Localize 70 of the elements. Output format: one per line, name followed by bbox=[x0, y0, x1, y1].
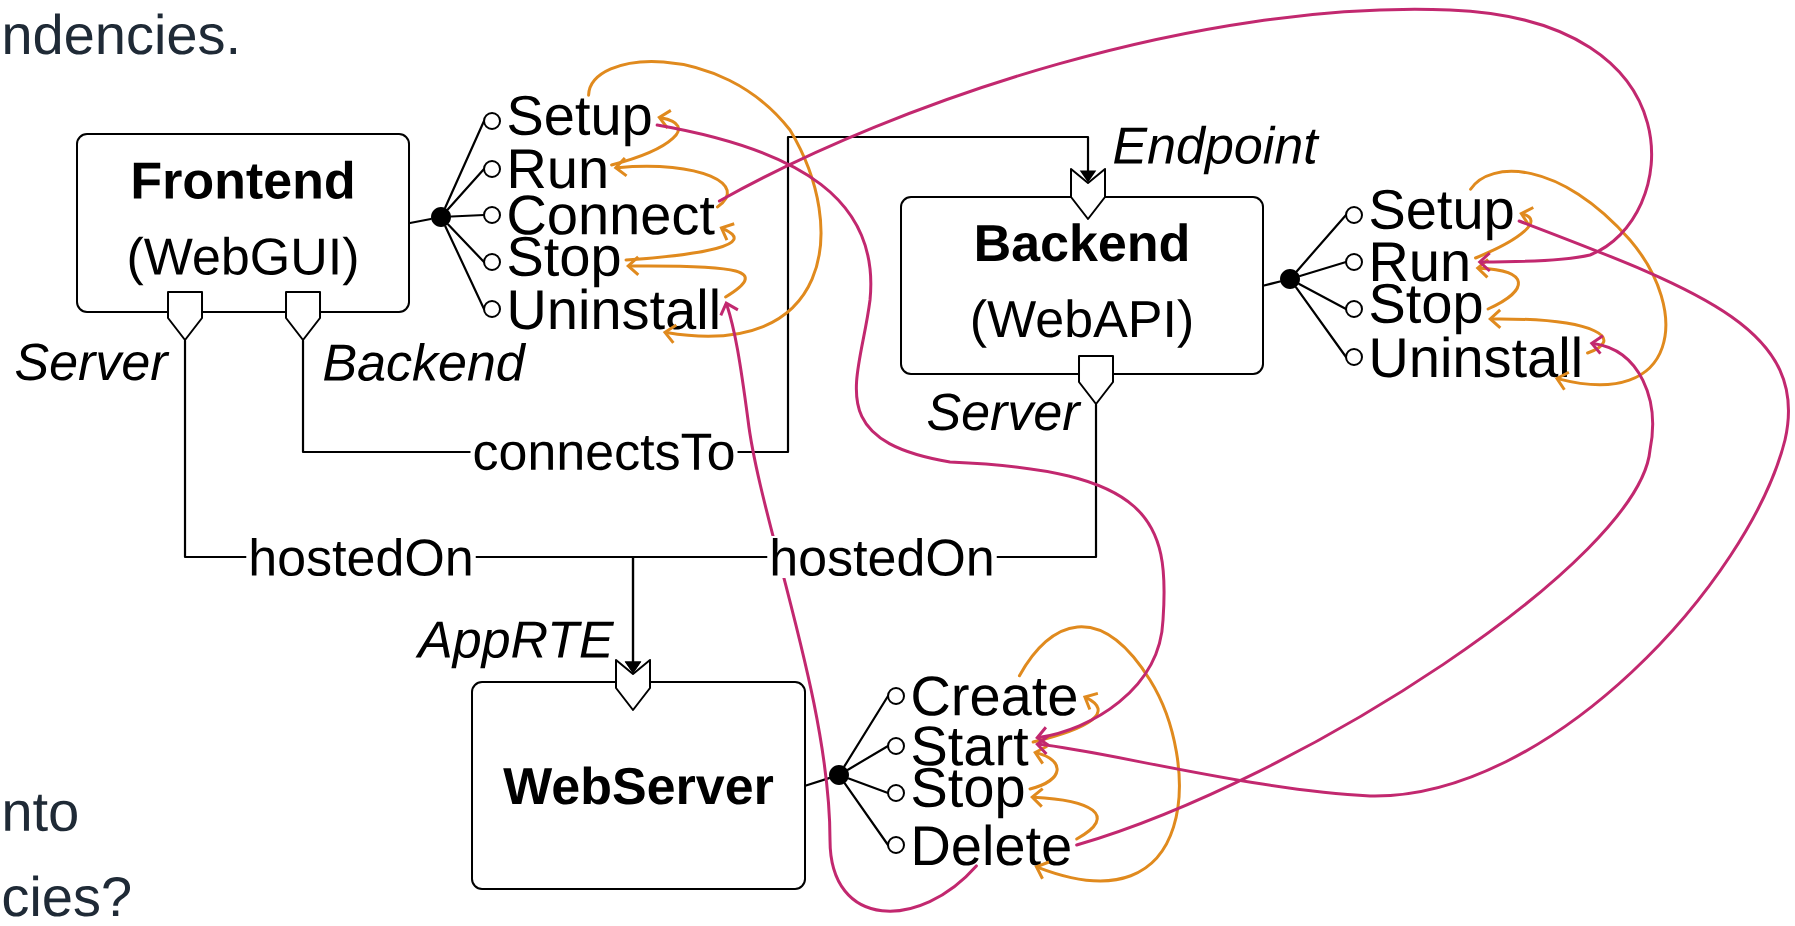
connector-line bbox=[1262, 280, 1281, 287]
slide-text: nto bbox=[5, 794, 77, 832]
port-label: Server bbox=[15, 343, 170, 381]
dependency-arrow bbox=[1030, 787, 1099, 841]
operation-item: Create bbox=[887, 676, 1076, 716]
connector-line bbox=[444, 119, 486, 209]
connector-line bbox=[408, 217, 432, 225]
node-label: Run bbox=[510, 149, 606, 189]
port-label: AppRTE bbox=[415, 621, 615, 669]
dependency-arrow bbox=[1474, 206, 1534, 260]
dependency-arrow bbox=[587, 60, 823, 344]
dependency-arrow bbox=[1017, 625, 1181, 883]
dependency-arrow bbox=[624, 222, 736, 262]
connector-line bbox=[447, 223, 486, 264]
connector-line bbox=[1298, 282, 1348, 311]
connector-line bbox=[1298, 260, 1348, 278]
dependency-arrow bbox=[1035, 219, 1790, 798]
slide-text: cies? bbox=[3, 875, 130, 917]
dependency-arrow bbox=[1031, 691, 1100, 744]
component-box: WebServer bbox=[471, 681, 806, 890]
dependency-arrow bbox=[1469, 170, 1668, 391]
junction-dot bbox=[431, 207, 451, 227]
connector-line bbox=[804, 777, 831, 787]
connector-line bbox=[1294, 286, 1348, 359]
junction-dot bbox=[1280, 269, 1300, 289]
operation-item: Uninstall bbox=[1345, 336, 1580, 378]
dependency-arrow bbox=[1475, 258, 1520, 311]
dependency-arrow bbox=[610, 109, 680, 167]
connector-line bbox=[843, 694, 890, 768]
operation-item: Run bbox=[483, 149, 606, 189]
connector-line bbox=[1295, 213, 1348, 273]
operation-item: Start bbox=[887, 726, 1029, 766]
port-label: Backend bbox=[324, 342, 527, 382]
port-label: Server bbox=[927, 393, 1082, 431]
operation-item: Uninstall bbox=[483, 288, 718, 330]
connector-line bbox=[846, 744, 890, 771]
node-label: Run bbox=[1372, 242, 1468, 282]
dependency-arrow bbox=[719, 301, 978, 913]
connector-line bbox=[444, 225, 486, 311]
dependency-arrow bbox=[626, 255, 747, 299]
dependency-arrow bbox=[1488, 308, 1606, 355]
junction-dot bbox=[829, 765, 849, 785]
edge-label: connectsTo bbox=[470, 431, 738, 473]
edge-label: hostedOn bbox=[246, 535, 476, 579]
connector-line bbox=[843, 782, 890, 847]
operation-item: Run bbox=[1345, 242, 1468, 282]
operation-item: Setup bbox=[1345, 189, 1513, 241]
operation-item: Delete bbox=[887, 824, 1070, 866]
operation-item: Setup bbox=[483, 95, 651, 147]
edge-label: hostedOn bbox=[767, 535, 997, 579]
dependency-arrow bbox=[613, 156, 729, 209]
dependency-arrow bbox=[1028, 744, 1059, 791]
component-box: Backend (WebAPI) bbox=[900, 196, 1264, 375]
connector-line bbox=[450, 213, 486, 218]
dependency-arrow bbox=[717, 8, 1654, 273]
dependency-arrow bbox=[1075, 334, 1654, 847]
node-label: Stop bbox=[1370, 283, 1482, 335]
operation-item: Stop bbox=[1345, 283, 1482, 335]
component-box: Frontend (WebGUI) bbox=[76, 133, 410, 313]
dependency-arrow bbox=[655, 123, 1166, 747]
node-label: Stop bbox=[508, 236, 620, 288]
operation-item: Stop bbox=[483, 236, 620, 288]
node-label: Stop bbox=[912, 767, 1024, 819]
port-label: Endpoint bbox=[1114, 125, 1320, 175]
connector-line bbox=[446, 167, 486, 211]
slide-text: ndencies. bbox=[5, 13, 236, 55]
operation-item: Stop bbox=[887, 767, 1024, 819]
connector-line bbox=[847, 777, 890, 795]
node-label: Start bbox=[912, 726, 1029, 766]
operation-item: Connect bbox=[483, 195, 715, 235]
